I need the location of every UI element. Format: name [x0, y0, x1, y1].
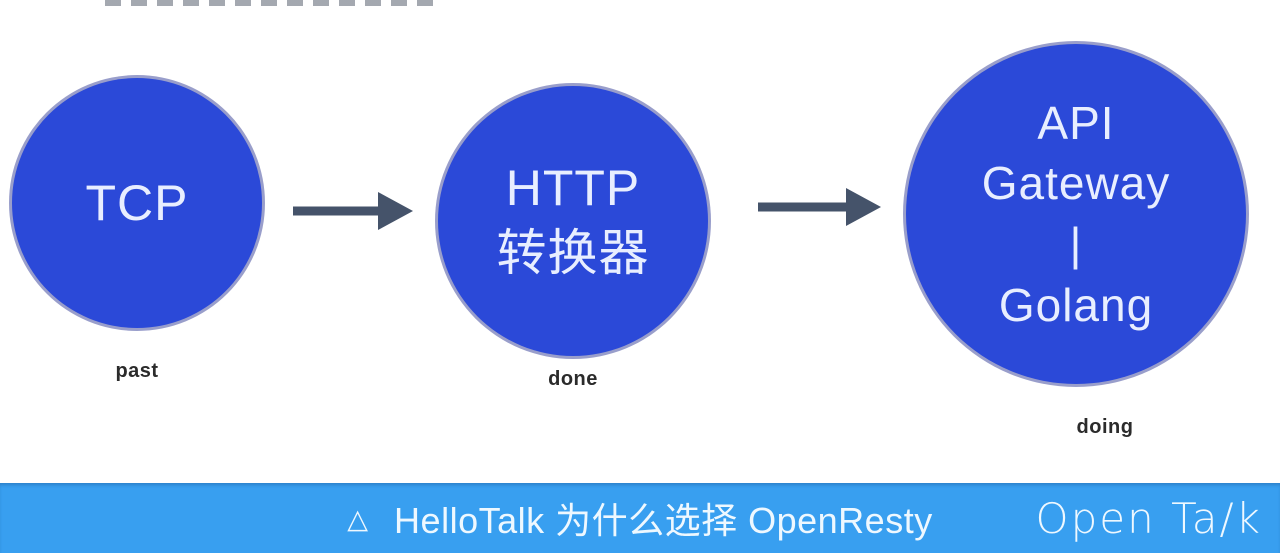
flow-arrow-icon	[293, 192, 413, 230]
node-text-line: TCP	[85, 175, 189, 231]
node-circle-api-gateway: API Gateway | Golang	[906, 44, 1246, 384]
node-text-api-gateway: API Gateway | Golang	[982, 93, 1171, 336]
node-label-past: past	[115, 360, 159, 382]
footer-title-group: △ HelloTalk 为什么选择 OpenResty	[347, 483, 932, 553]
flow-arrow-icon	[758, 188, 881, 226]
footer-banner: △ HelloTalk 为什么选择 OpenResty Open Ta/k	[0, 483, 1280, 553]
node-text-line: 转换器	[496, 225, 650, 281]
node-text-http: HTTP 转换器	[497, 156, 650, 286]
node-circle-tcp: TCP	[12, 78, 262, 328]
node-text-line: Golang	[998, 278, 1154, 331]
node-text-line: HTTP	[505, 160, 641, 216]
open-talk-logo: Open Ta/k	[1035, 493, 1262, 543]
node-label-doing: doing	[1076, 416, 1134, 438]
cropped-title-remnant	[105, 0, 437, 6]
node-text-tcp: TCP	[86, 174, 189, 232]
node-circle-http: HTTP 转换器	[438, 86, 708, 356]
node-label-done: done	[548, 368, 598, 390]
node-text-line: |	[1069, 218, 1083, 270]
footer-title: HelloTalk 为什么选择 OpenResty	[394, 500, 933, 541]
node-text-line: Gateway	[981, 157, 1171, 210]
triangle-icon: △	[347, 503, 369, 534]
node-text-line: API	[1037, 96, 1115, 149]
